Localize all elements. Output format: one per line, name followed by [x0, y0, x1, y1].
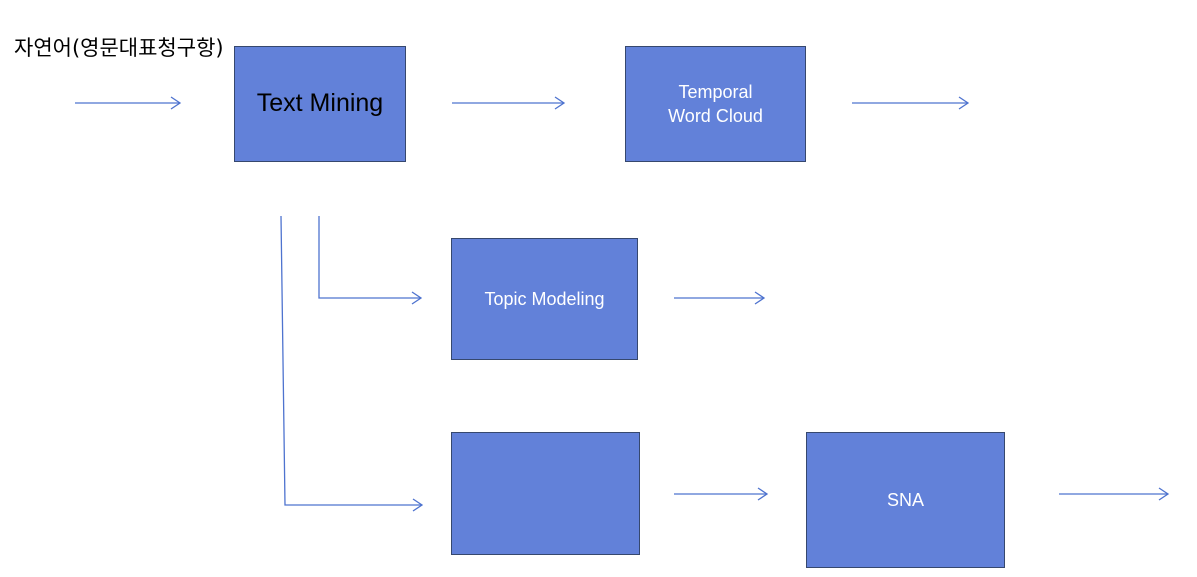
- text-mining-box: Text Mining: [234, 46, 406, 162]
- sna-box: SNA: [806, 432, 1005, 568]
- connector-to-blank-box: [280, 215, 424, 512]
- topic-modeling-box: Topic Modeling: [451, 238, 638, 360]
- input-label: 자연어(영문대표청구항): [14, 36, 224, 60]
- arrow-blank-to-sna: [674, 487, 769, 501]
- arrow-text-mining-to-word-cloud: [452, 96, 566, 110]
- blank-box: [451, 432, 640, 555]
- arrow-into-text-mining: [75, 96, 182, 110]
- arrow-out-of-topic-modeling: [674, 291, 766, 305]
- temporal-word-cloud-box: Temporal Word Cloud: [625, 46, 806, 162]
- arrow-out-of-word-cloud: [852, 96, 970, 110]
- arrow-out-of-sna: [1059, 487, 1170, 501]
- connector-to-topic-modeling: [318, 216, 423, 305]
